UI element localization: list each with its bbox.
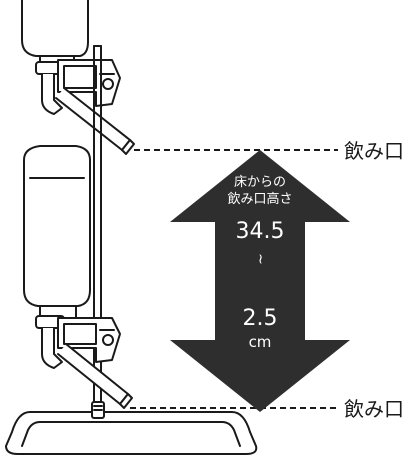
upper-nozzle-assembly — [35, 59, 135, 155]
stand-base — [5, 401, 258, 455]
min-height-value: 2.5 — [242, 306, 278, 331]
height-double-arrow — [170, 150, 350, 412]
height-unit: cm — [248, 333, 272, 351]
lower-spout-label: 飲み口 — [344, 397, 404, 421]
range-separator: ~ — [252, 253, 268, 265]
upper-bottle — [21, 0, 89, 67]
lower-nozzle-assembly — [35, 315, 133, 409]
upper-spout-label: 飲み口 — [344, 139, 404, 163]
arrow-caption-line1: 床からの — [233, 175, 286, 190]
max-height-value: 34.5 — [235, 219, 285, 244]
lower-bottle — [23, 145, 91, 319]
arrow-caption-line2: 飲み口高さ — [227, 192, 293, 207]
